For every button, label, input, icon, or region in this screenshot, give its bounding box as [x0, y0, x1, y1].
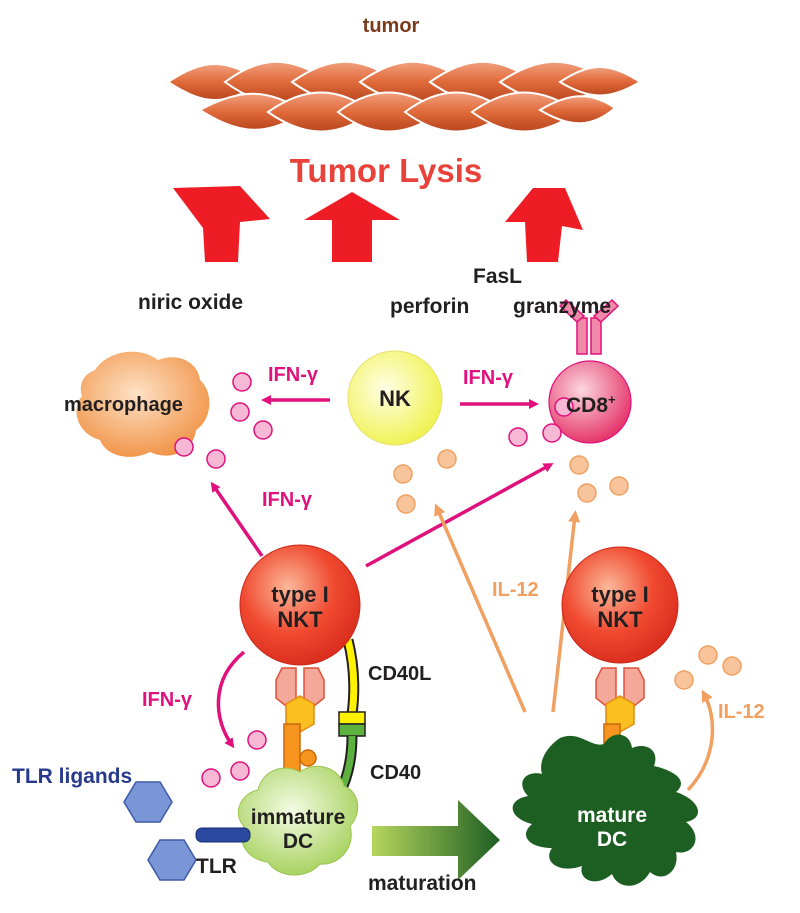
- tlr-ligands-label: TLR ligands: [12, 765, 133, 788]
- macrophage-label: macrophage: [64, 394, 183, 416]
- maturation-arrow: [372, 800, 500, 880]
- cd8-receptor: [558, 298, 620, 355]
- tlr-ligand-hexagon: [123, 781, 173, 823]
- left-tcr-complex: [275, 667, 325, 777]
- immature-dc-label: immature DC: [250, 806, 346, 854]
- right-nkt-label: type I NKT: [591, 582, 649, 633]
- cd40-label: CD40: [370, 762, 422, 784]
- ifn-gamma-dots: [174, 372, 574, 788]
- ifn-gamma-arrows: [210, 395, 554, 749]
- cd8-cell: [548, 360, 632, 444]
- left-nkt-label: type I NKT: [271, 582, 329, 633]
- tlr-receptor: [195, 827, 251, 843]
- center-lysis-arrow: [304, 192, 400, 262]
- cd40-block: [338, 723, 366, 737]
- right-nkt-cell: [561, 546, 679, 664]
- fasl-label: FasL: [473, 265, 523, 288]
- tumor-label: tumor: [362, 15, 420, 37]
- tumor-cells: [166, 60, 642, 133]
- cd40l-block: [338, 711, 366, 725]
- mature-dc-cell: [512, 734, 699, 886]
- tumor-cell: [538, 95, 617, 125]
- perforin-label: perforin: [390, 295, 470, 318]
- ifn-gamma-label-right: IFN-γ: [463, 367, 513, 389]
- ifn-gamma-label-mid: IFN-γ: [262, 489, 312, 511]
- granzyme-label: granzyme: [513, 295, 612, 318]
- cd8-label: CD8+: [566, 393, 616, 416]
- left-lysis-arrow: [173, 186, 270, 262]
- nk-cell: [347, 350, 443, 446]
- cd8-text: CD8: [566, 394, 609, 417]
- maturation-label: maturation: [368, 872, 477, 895]
- il12-label-mid: IL-12: [492, 579, 539, 601]
- mature-dc-label: mature DC: [576, 804, 648, 852]
- il12-dots: [393, 449, 742, 690]
- left-nkt-cell: [239, 544, 361, 666]
- ifn-gamma-label-low: IFN-γ: [142, 689, 192, 711]
- cd40l-label: CD40L: [368, 663, 432, 685]
- niric-oxide-label: niric oxide: [138, 291, 244, 314]
- il12-label-right: IL-12: [718, 701, 765, 723]
- macrophage-cell: [76, 351, 210, 457]
- nk-label: NK: [379, 386, 411, 411]
- tlr-label: TLR: [196, 855, 237, 878]
- tumor-lysis-arrows: [173, 186, 583, 262]
- ifn-gamma-label-left: IFN-γ: [268, 364, 318, 386]
- tumor-cell: [558, 66, 642, 97]
- right-lysis-arrow: [505, 188, 583, 262]
- tumor-lysis-label: Tumor Lysis: [289, 152, 483, 189]
- cd8-superscript: +: [608, 392, 616, 407]
- tlr-ligand-hexagon: [147, 839, 197, 881]
